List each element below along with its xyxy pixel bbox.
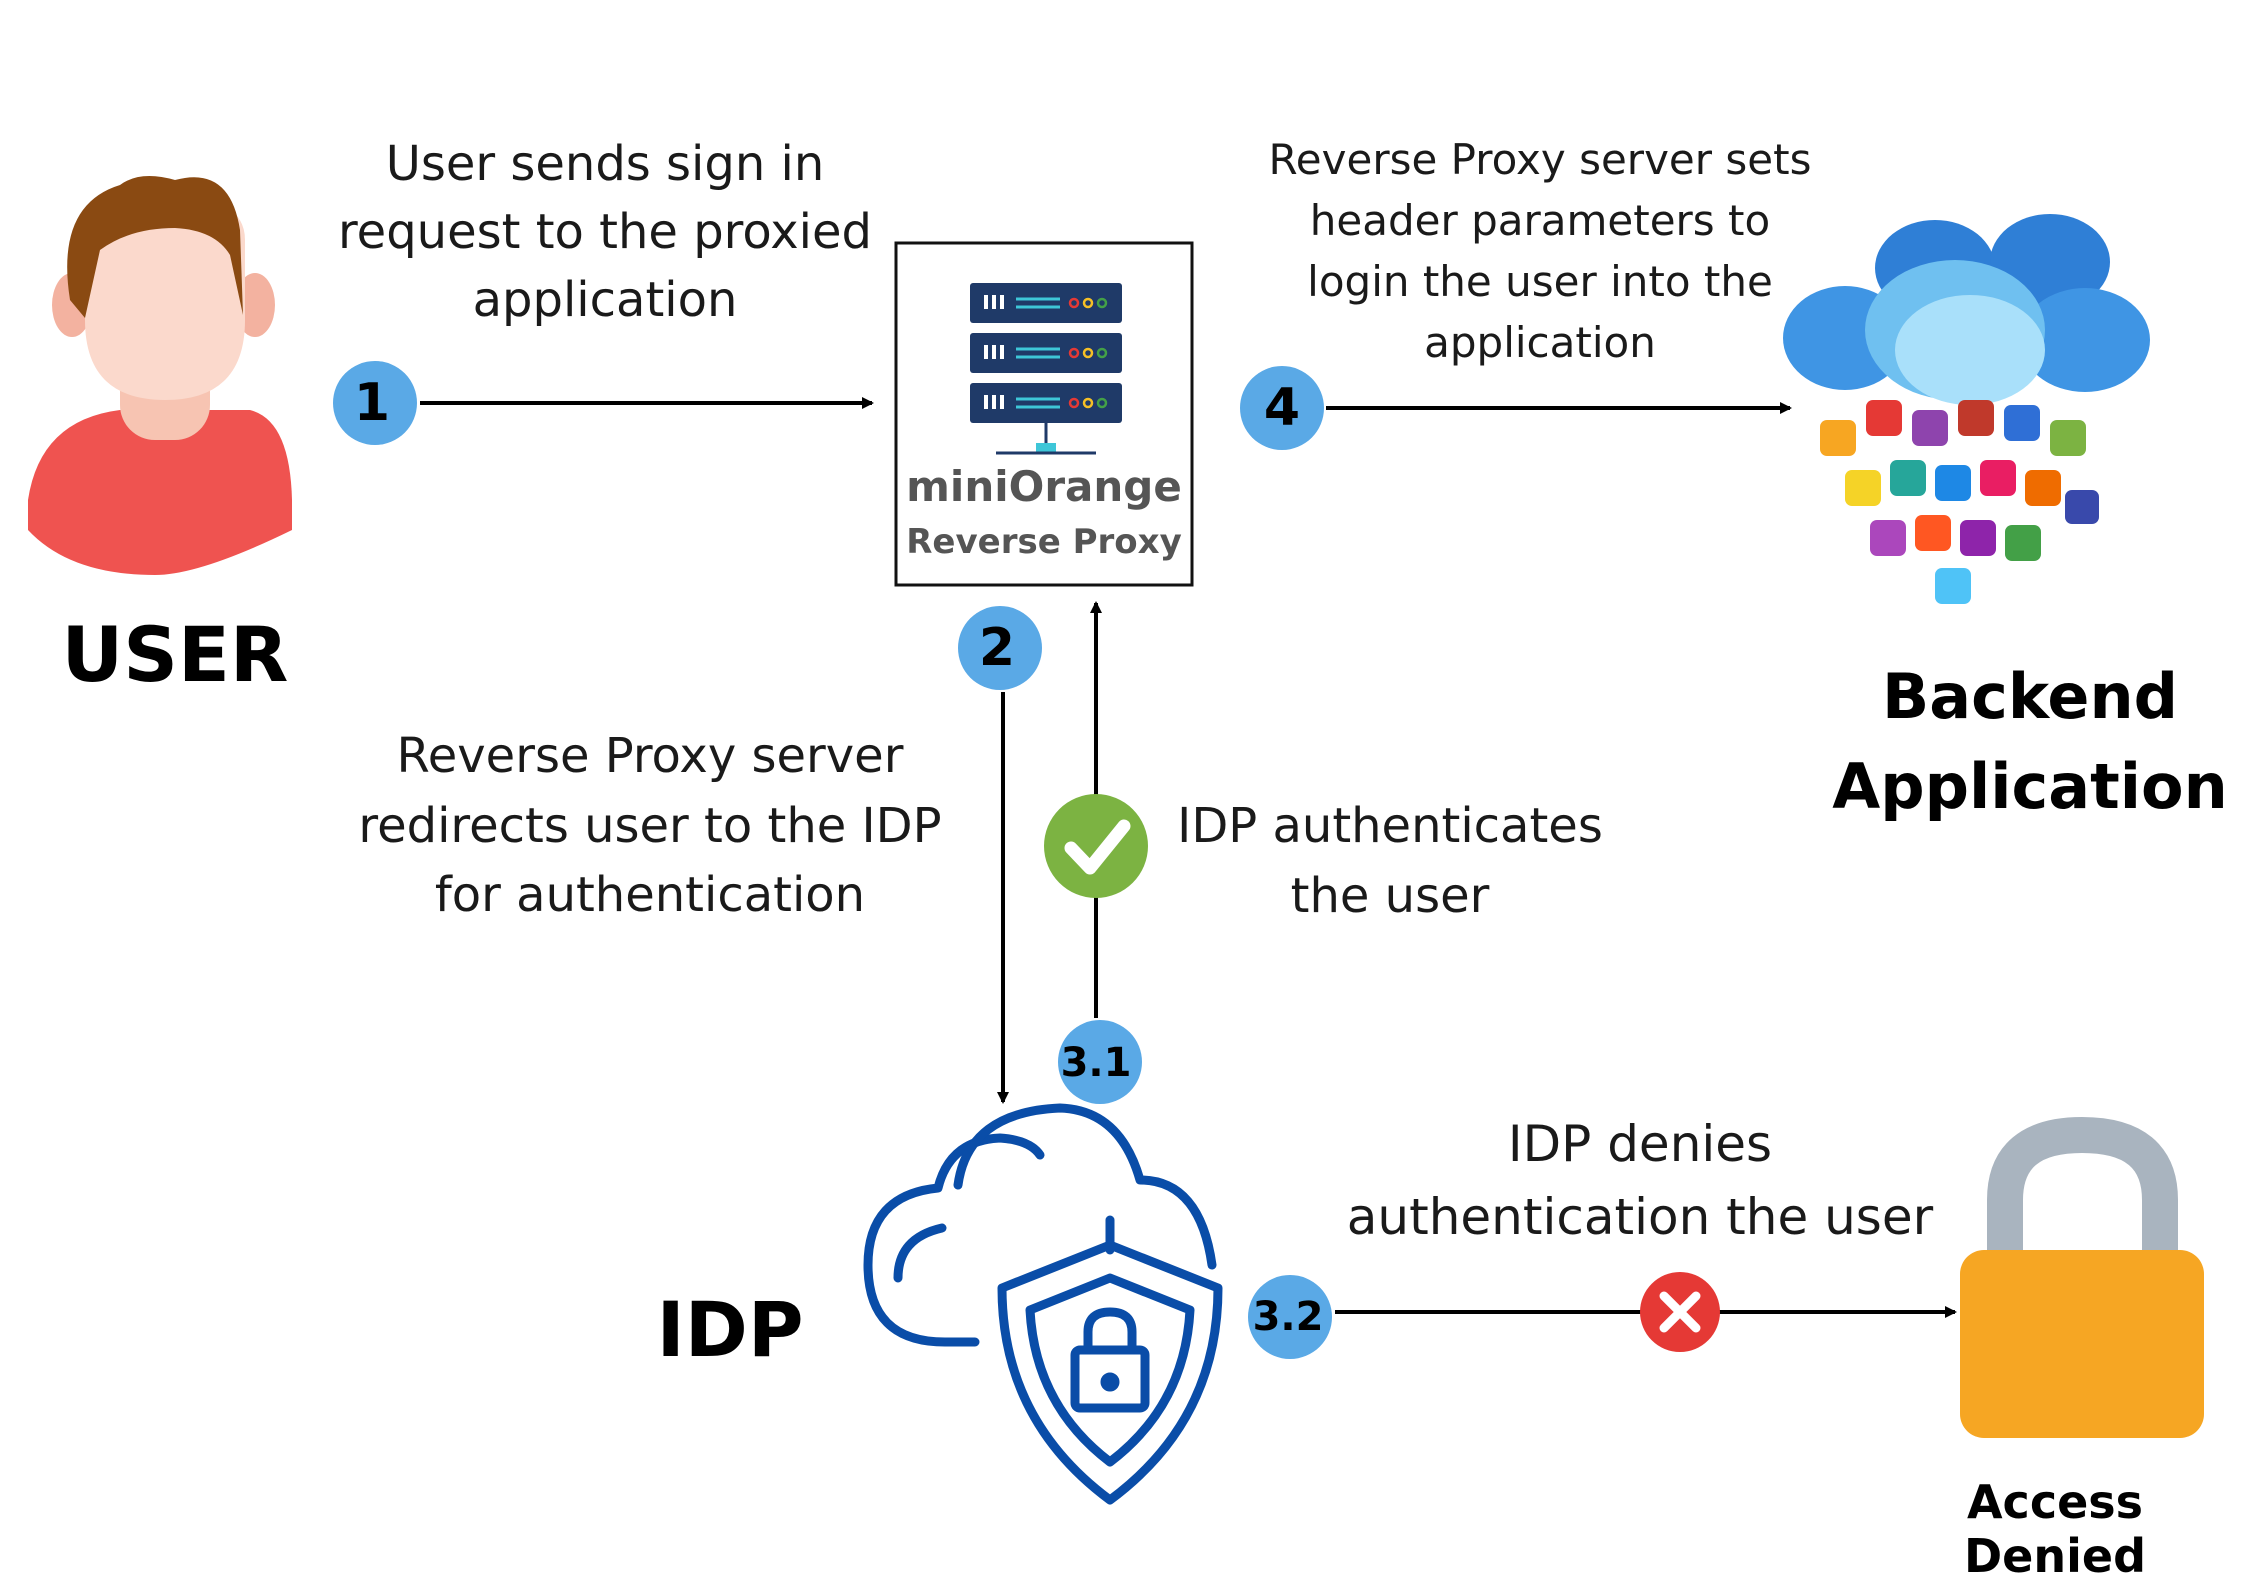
step-3-1-line-1: IDP authenticates <box>1177 798 1603 854</box>
step-3-2-number: 3.2 <box>1253 1294 1324 1340</box>
step-3-2-line-2: authentication the user <box>1346 1187 1934 1246</box>
step-3-2-text: IDP denies authentication the user <box>1340 1108 1940 1253</box>
step-4-badge <box>1240 366 1324 450</box>
step-3-1-line-2: the user <box>1290 867 1490 924</box>
cloud-shield-lock-icon <box>863 1103 1223 1505</box>
step-4-line-3: login the user into the <box>1307 256 1773 306</box>
step-4-line-1: Reverse Proxy server sets <box>1268 135 1812 184</box>
server-rack-icon <box>970 283 1122 455</box>
step-1-text: User sends sign in request to the proxie… <box>320 130 890 334</box>
step-1-line-3: application <box>472 272 738 329</box>
step-4-number: 4 <box>1264 378 1300 438</box>
user-icon <box>28 176 292 575</box>
step-3-1-badge <box>1058 1020 1142 1104</box>
step-2-number: 2 <box>979 618 1015 678</box>
check-icon <box>1044 794 1148 898</box>
step-3-2-line-1: IDP denies <box>1507 1115 1773 1173</box>
step-2-text: Reverse Proxy server redirects user to t… <box>340 722 960 931</box>
step-4-group <box>1240 366 1792 450</box>
access-denied-label: Access Denied <box>1963 1475 2147 1583</box>
step-4-line-4: application <box>1424 317 1656 367</box>
step-3-1-text: IDP authenticates the user <box>1170 792 1610 931</box>
step-4-line-2: header parameters to <box>1309 195 1771 245</box>
step-1-group <box>333 361 874 445</box>
idp-label: IDP <box>656 1285 804 1374</box>
step-2-badge <box>958 606 1042 690</box>
step-3-1-group <box>1044 601 1148 1104</box>
step-4-text: Reverse Proxy server sets header paramet… <box>1260 130 1820 374</box>
user-label: USER <box>61 610 289 699</box>
cloud-apps-icon <box>1783 214 2150 604</box>
step-1-line-1: User sends sign in <box>385 136 825 192</box>
step-2-line-2: redirects user to the IDP <box>358 797 942 854</box>
step-3-2-group <box>1248 1272 1957 1359</box>
step-3-1-number: 3.1 <box>1061 1040 1132 1086</box>
reverse-proxy-box <box>894 241 1194 587</box>
backend-label-line2: Application <box>1832 750 2228 823</box>
step-3-2-badge <box>1248 1275 1332 1359</box>
step-2-group <box>958 606 1042 1104</box>
step-1-badge <box>333 361 417 445</box>
proxy-brand: miniOrange <box>906 462 1182 511</box>
backend-label-line1: Backend <box>1882 660 2178 733</box>
padlock-icon <box>1960 1116 2204 1438</box>
proxy-subtitle: Reverse Proxy <box>906 522 1182 562</box>
step-1-line-2: request to the proxied <box>338 204 872 261</box>
step-2-line-3: for authentication <box>434 867 866 924</box>
step-1-number: 1 <box>354 373 390 433</box>
step-2-line-1: Reverse Proxy server <box>396 728 904 784</box>
